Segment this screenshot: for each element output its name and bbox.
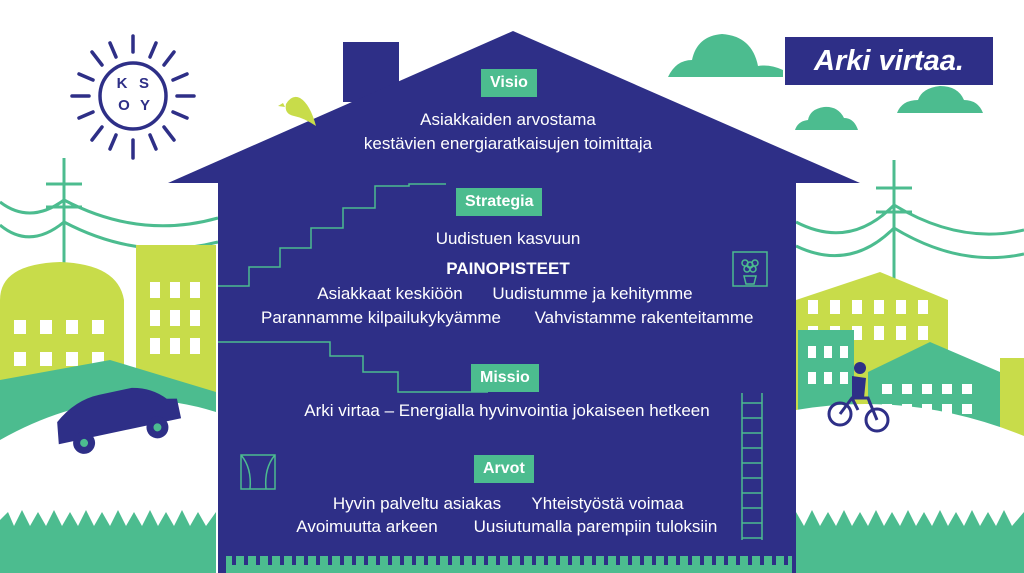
cyclist-body bbox=[852, 362, 866, 398]
missio-line-1: Arki virtaa – Energialla hyvinvointia jo… bbox=[304, 401, 710, 420]
value-item: Hyvin palveltu asiakas bbox=[332, 494, 502, 513]
cloud-icon bbox=[668, 34, 783, 77]
priority-item: Uudistumme ja kehitymme bbox=[492, 284, 693, 303]
stairs-lower bbox=[218, 341, 488, 393]
curtain-window-icon bbox=[240, 454, 276, 490]
bird-icon bbox=[278, 96, 316, 126]
ladder-icon bbox=[741, 393, 763, 540]
grass-left bbox=[0, 510, 216, 573]
strategia-line-1: Uudistuen kasvuun bbox=[435, 229, 581, 248]
priorities-heading: PAINOPISTEET bbox=[446, 259, 570, 278]
stairs-upper bbox=[218, 183, 446, 287]
visio-line-1: Asiakkaiden arvostama bbox=[420, 110, 596, 129]
fence-slots bbox=[232, 556, 788, 565]
priority-item: Asiakkaat keskiöön bbox=[317, 284, 463, 303]
value-item: Uusiutumalla parempiin tuloksiin bbox=[473, 517, 718, 536]
logo-letter: K bbox=[117, 75, 128, 92]
missio-label: Missio bbox=[471, 364, 539, 392]
cloud-icon bbox=[897, 86, 983, 113]
value-item: Yhteistyöstä voimaa bbox=[531, 494, 684, 513]
logo-letter: O bbox=[118, 97, 130, 114]
priority-item: Vahvistamme rakenteitamme bbox=[534, 308, 754, 327]
visio-label: Visio bbox=[481, 69, 537, 97]
logo-letters: K S O Y bbox=[117, 75, 150, 114]
car-icon bbox=[57, 387, 182, 454]
slogan-banner: Arki virtaa. bbox=[785, 37, 993, 85]
logo-letter: S bbox=[139, 75, 149, 92]
value-item: Avoimuutta arkeen bbox=[296, 517, 438, 536]
strategia-label: Strategia bbox=[456, 188, 543, 216]
visio-line-2: kestävien energiaratkaisujen toimittaja bbox=[363, 134, 653, 153]
sun-icon bbox=[70, 34, 196, 160]
grass-right bbox=[796, 510, 1024, 573]
flower-window-icon bbox=[732, 251, 768, 287]
priority-item: Parannamme kilpailukykyämme bbox=[261, 308, 501, 327]
logo-letter: Y bbox=[140, 97, 150, 114]
cloud-icon bbox=[795, 106, 858, 130]
power-lines-right bbox=[795, 160, 1024, 300]
arvot-label: Arvot bbox=[474, 455, 534, 483]
